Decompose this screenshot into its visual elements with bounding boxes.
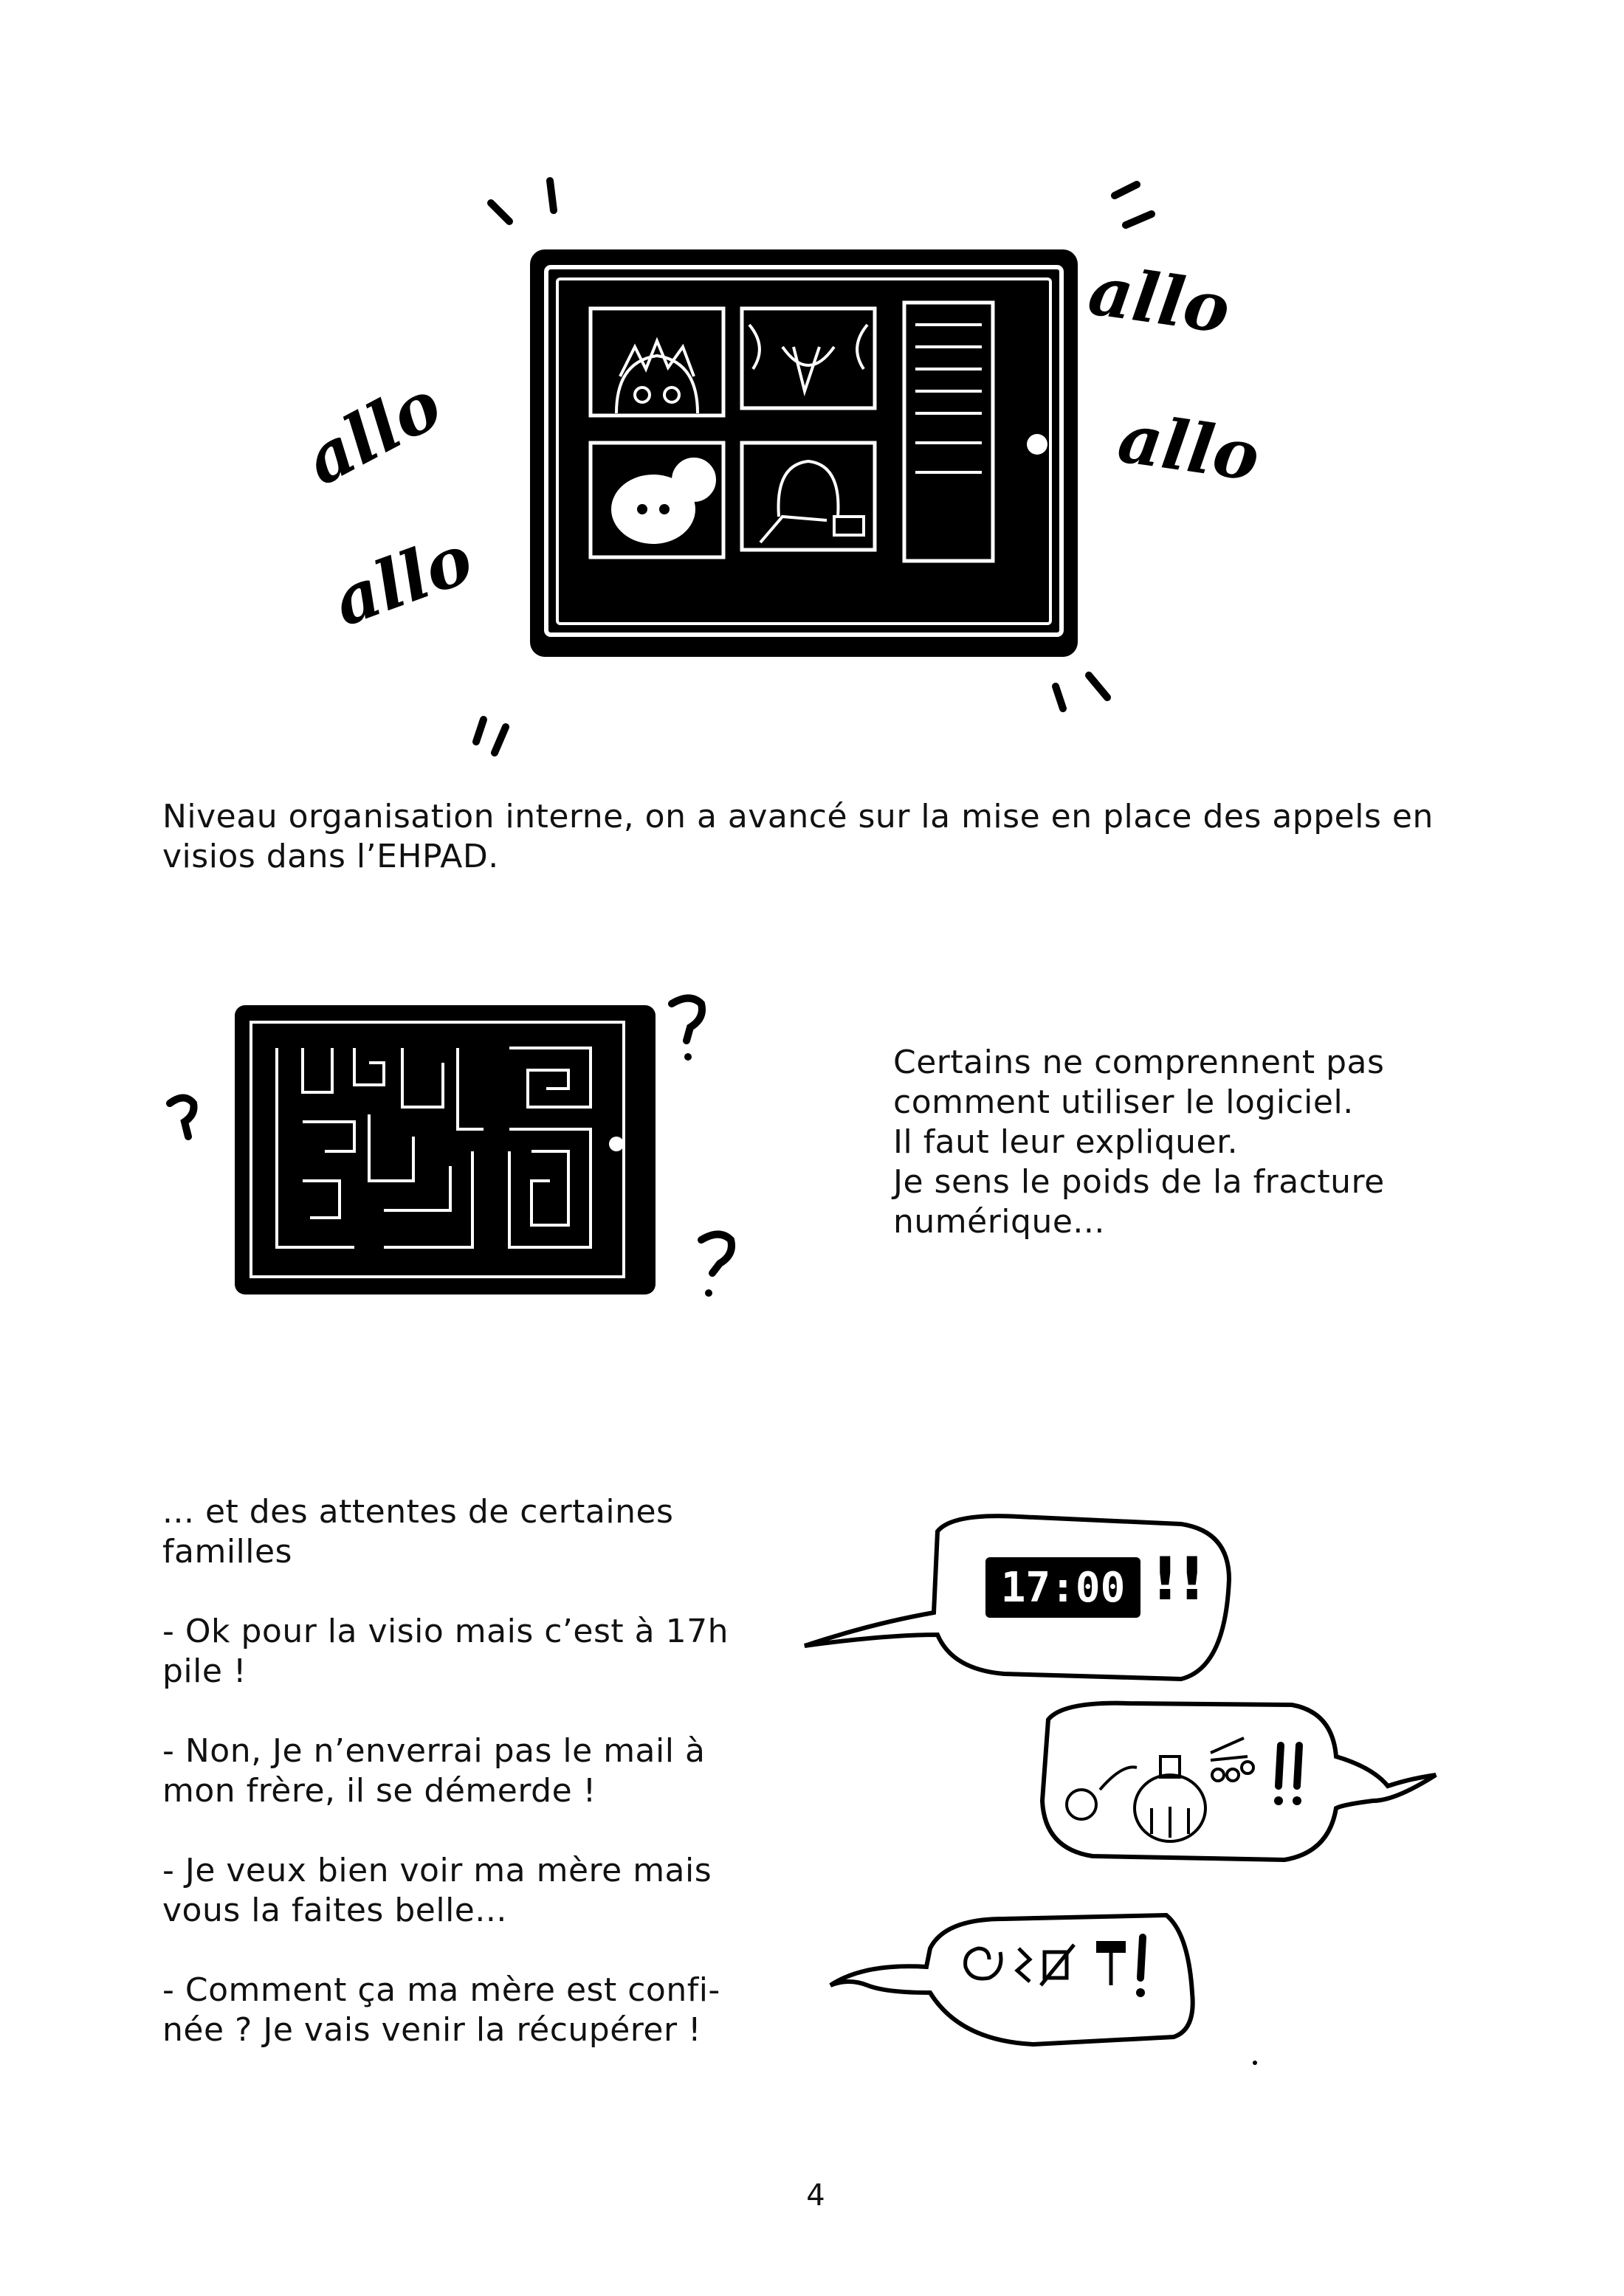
family-quote: - Comment ça ma mère est confi- née ? Je… — [162, 1971, 720, 2049]
paragraph-fracture: Certains ne comprennent pas comment util… — [893, 1044, 1385, 1241]
question-mark-icon — [166, 994, 735, 1277]
paragraph-families-intro: ... et des attentes de certaines famille… — [162, 1493, 674, 1571]
sound-marks-icon — [472, 177, 1155, 756]
tablet-maze-icon — [166, 994, 735, 1297]
page-number: 4 — [806, 2179, 825, 2213]
clock-time: 17:00 — [1000, 1564, 1126, 1612]
family-quote: - Je veux bien voir ma mère mais vous la… — [162, 1852, 712, 1929]
family-quote: - Non, Je n’enverrai pas le mail à mon f… — [162, 1732, 706, 1810]
paragraph-intro: Niveau organisation interne, on a avancé… — [162, 798, 1434, 875]
exclamation-marks: !! — [1152, 1545, 1205, 1613]
tablet-video-call-icon — [472, 177, 1155, 756]
family-quote: - Ok pour la visio mais c’est à 17h pile… — [162, 1613, 729, 1690]
